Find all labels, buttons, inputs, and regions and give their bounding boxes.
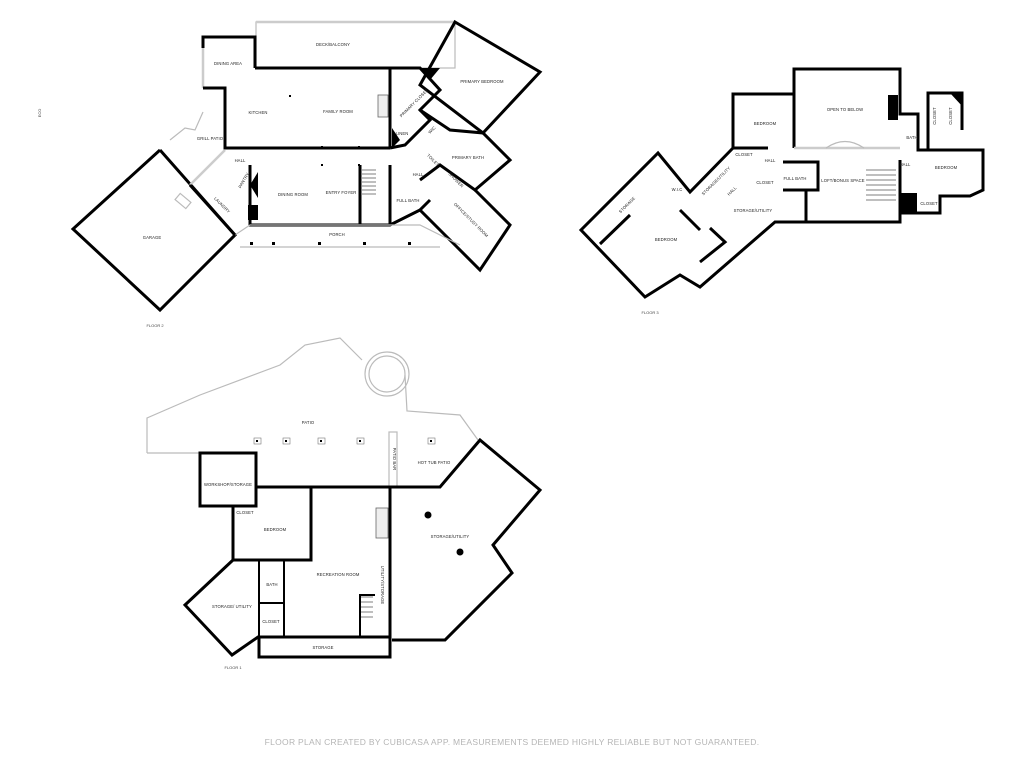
primary-bedroom-walls <box>418 19 543 136</box>
floor-3-plan: BEDROOM OPEN TO BELOW CLOSET CLOSET BATH… <box>578 67 985 315</box>
room-label: LINEN <box>396 131 409 136</box>
room-label: STORAGE <box>312 645 333 650</box>
room-label: HALL <box>726 185 738 197</box>
patio-outline <box>146 337 479 453</box>
room-label: PANTRY <box>237 171 250 188</box>
room-label: OPEN TO BELOW <box>827 107 863 112</box>
room-label: GRILL PATIO <box>197 136 224 141</box>
floor-1-plan: PATIO PATIO BAR HOT TUB PATIO WORKSHOP/S… <box>146 337 543 670</box>
room-label: HALL <box>765 158 776 163</box>
room-label: BATH <box>266 582 277 587</box>
room-label: BEDROOM <box>754 121 777 126</box>
room-label: STORAGE <box>618 196 637 215</box>
room-label: HOT TUB PATIO <box>418 460 451 465</box>
room-label: FULL BATH <box>783 176 806 181</box>
room-label: STORAGE/UTILITY <box>431 534 470 539</box>
room-label: CLOSET <box>735 152 753 157</box>
room-label: DINING AREA <box>214 61 242 66</box>
room-label: BEDROOM <box>935 165 958 170</box>
room-label: CLOSET <box>948 107 953 125</box>
room-label: HALL <box>235 158 246 163</box>
floor-label: FLOOR 2 <box>146 323 164 328</box>
room-label: BEDROOM <box>655 237 678 242</box>
room-label: RECREATION ROOM <box>317 572 360 577</box>
room-label: KITCHEN <box>248 110 267 115</box>
room-label: STORAGE/UTILITY <box>734 208 773 213</box>
room-label: ENTRY FOYER <box>326 190 357 195</box>
side-note: ECO <box>37 109 42 118</box>
footer-disclaimer: FLOOR PLAN CREATED BY CUBICASA APP. MEAS… <box>264 737 760 747</box>
room-label: HALL <box>413 172 424 177</box>
room-label: PORCH <box>329 232 345 237</box>
room-label: UTILITY/STORAGE <box>380 566 385 605</box>
room-label: CLOSET <box>236 510 254 515</box>
room-label: CLOSET <box>262 619 280 624</box>
room-label: GARAGE <box>143 235 162 240</box>
room-label: HALL <box>900 162 911 167</box>
room-label: CLOSET <box>932 107 937 125</box>
room-label: WORKSHOP/STORAGE <box>204 482 252 487</box>
room-label: WIC <box>427 125 437 135</box>
floor-2-plan: DECK/BALCONY DINING AREA KITCHEN FAMILY … <box>37 19 543 328</box>
floor-label: FLOOR 1 <box>224 665 242 670</box>
room-label: DINING ROOM <box>278 192 308 197</box>
room-label: BEDROOM <box>264 527 287 532</box>
room-label: W.I.C <box>672 187 683 192</box>
room-label: PRIMARY BEDROOM <box>460 79 504 84</box>
room-label: LOFT/BONUS SPACE <box>821 178 865 183</box>
room-label: OFFICE/STUDY ROOM <box>453 202 490 239</box>
floor-label: FLOOR 3 <box>641 310 659 315</box>
room-label: CLOSET <box>920 201 938 206</box>
room-label: STORAGE/ UTILITY <box>212 604 252 609</box>
room-label: PRIMARY BATH <box>452 155 484 160</box>
room-label: PATIO <box>302 420 315 425</box>
room-label: DECK/BALCONY <box>316 42 350 47</box>
room-label: CLOSET <box>756 180 774 185</box>
workshop-walls <box>198 451 258 508</box>
room-label: TOILET <box>426 153 441 168</box>
room-label: FAMILY ROOM <box>323 109 353 114</box>
deck-balcony-outline <box>255 21 456 69</box>
room-label: BATH <box>906 135 917 140</box>
room-label: PATIO BAR <box>392 448 397 471</box>
room-label: FULL BATH <box>396 198 419 203</box>
